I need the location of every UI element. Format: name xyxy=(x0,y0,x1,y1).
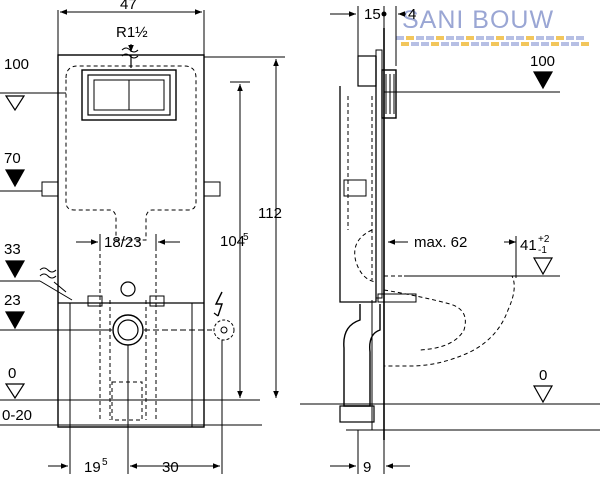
side-frame-body xyxy=(339,56,377,303)
pipe-size-label: R1½ xyxy=(116,24,148,41)
bowl-level-label: 41 xyxy=(520,237,537,254)
spacing-label: 18/23 xyxy=(104,234,142,251)
water-inlet-icon xyxy=(121,47,139,59)
level-33-leader xyxy=(39,280,73,301)
level-marker-open xyxy=(4,383,26,400)
side-level-marker-open xyxy=(532,257,554,276)
bowl-tol-minus: -1 xyxy=(538,245,547,256)
level-label: 70 xyxy=(4,150,21,167)
side-top-right-label: 4 xyxy=(408,6,416,23)
cistern-outline xyxy=(65,65,197,241)
inner-height-label: 104 xyxy=(220,233,245,250)
foot-bracket-left xyxy=(87,295,103,307)
drain-inner xyxy=(117,319,139,341)
width-label: 47 xyxy=(120,0,137,13)
level-label: 0 xyxy=(8,365,16,382)
bowl-mount xyxy=(377,293,417,303)
electrical-bolt-icon xyxy=(214,291,223,317)
level-label: 100 xyxy=(4,56,29,73)
max-depth-label: max. 62 xyxy=(414,234,467,251)
level-marker-filled xyxy=(4,311,26,330)
bottom-left-sup: 5 xyxy=(102,457,108,468)
electrical-socket xyxy=(213,319,235,341)
left-bracket xyxy=(41,181,59,197)
side-bottom-label: 9 xyxy=(363,459,371,476)
side-view xyxy=(300,6,600,474)
side-level-0-label: 0 xyxy=(539,367,547,384)
bottom-left-label: 19 xyxy=(84,459,101,476)
drain-small-circle xyxy=(120,281,136,297)
side-top-dot xyxy=(381,11,387,17)
sani-bouw-logo: SANI BOUW xyxy=(396,6,589,46)
water-inlet-icon xyxy=(39,267,57,279)
side-level-100-label: 100 xyxy=(530,53,555,70)
level-label: 23 xyxy=(4,292,21,309)
level-label: 0-20 xyxy=(2,407,32,424)
logo-text: SANI BOUW xyxy=(402,6,554,34)
side-flush-plate xyxy=(381,69,397,119)
side-top-left-label: 15 xyxy=(364,6,381,23)
side-view-labels: 15 4 max. 62 100 41 +2 -1 0 9 xyxy=(363,6,555,476)
bolt-tip xyxy=(213,312,219,317)
level-marker-filled xyxy=(4,169,26,188)
side-valve xyxy=(343,179,367,197)
level-label: 33 xyxy=(4,241,21,258)
flush-plate-frame xyxy=(81,69,177,121)
bowl-tol-plus: +2 xyxy=(538,234,550,245)
level-marker-open xyxy=(4,95,26,112)
side-level-marker-filled xyxy=(532,71,554,90)
foot-bracket-right xyxy=(149,295,165,307)
bottom-right-label: 30 xyxy=(162,459,179,476)
socket-center xyxy=(220,326,228,334)
dashed-box xyxy=(111,381,143,421)
side-frame-post xyxy=(375,49,383,299)
inlet-pointer xyxy=(53,281,67,293)
toilet-bowl-inner xyxy=(383,289,466,351)
front-view xyxy=(0,9,285,474)
side-drain-foot xyxy=(339,405,375,423)
inner-height-sup: 5 xyxy=(243,232,249,243)
front-view-labels: 47 R1½ 100 70 33 23 0 0-20 18/23 104 5 1… xyxy=(2,0,282,476)
flush-plate xyxy=(87,74,171,116)
side-cistern-dashed xyxy=(347,96,373,280)
side-flush-pipe xyxy=(354,229,377,283)
logo-tiles xyxy=(396,36,589,46)
side-frame-top xyxy=(357,55,377,87)
toilet-bowl-outline xyxy=(384,275,515,367)
total-height-label: 112 xyxy=(258,205,282,222)
level-marker-filled xyxy=(4,260,26,279)
side-level-marker-open xyxy=(532,385,554,404)
side-drain-pipe xyxy=(343,304,381,407)
right-bracket xyxy=(203,181,221,197)
